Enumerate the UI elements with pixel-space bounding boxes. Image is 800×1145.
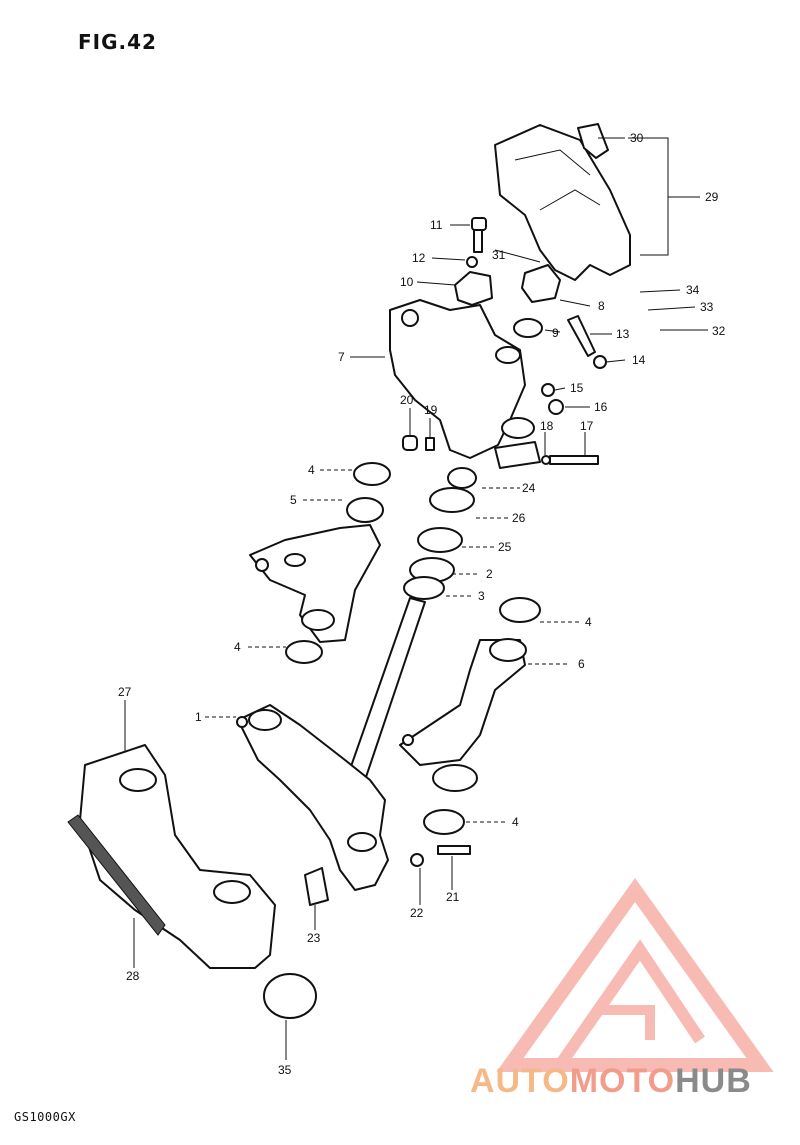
callout-28: 28 (126, 969, 140, 983)
callout-15: 15 (570, 381, 584, 395)
callout-7: 7 (338, 350, 345, 364)
brand-part-hub: HUB (675, 1062, 752, 1100)
callout-2: 2 (486, 567, 493, 581)
part-13-bolt (567, 315, 596, 357)
callout-29: 29 (705, 190, 719, 204)
callout-34: 34 (686, 283, 700, 297)
callout-23: 23 (307, 931, 321, 945)
part-23-plate (304, 867, 329, 906)
part-10-clamp (454, 271, 493, 306)
callout-24: 24 (522, 481, 536, 495)
leader-lines (124, 137, 708, 1060)
brand-part-auto: AUTO (470, 1062, 570, 1100)
callout-10: 10 (400, 275, 414, 289)
part-22-washer (410, 853, 424, 867)
callout-26: 26 (512, 511, 526, 525)
figure-title: FIG.42 (78, 30, 157, 54)
callout-4-right-lower: 4 (512, 815, 519, 829)
part-15-nut (541, 383, 555, 397)
callout-4-left-upper: 4 (308, 463, 315, 477)
part-21-bolt (437, 845, 471, 855)
callout-5: 5 (290, 493, 297, 507)
part-35-cap (263, 973, 317, 1019)
part-4-cap-left-lower (285, 640, 323, 664)
callout-3: 3 (478, 589, 485, 603)
callout-4-right-upper: 4 (585, 615, 592, 629)
part-28-trim-strip (67, 814, 166, 936)
callout-11: 11 (430, 218, 443, 232)
callout-30: 30 (630, 131, 644, 145)
callout-27: 27 (118, 685, 132, 699)
callout-18: 18 (540, 419, 554, 433)
model-code: GS1000GX (14, 1110, 76, 1124)
callout-labels: 30 29 11 12 31 10 8 34 33 9 13 32 7 14 1… (118, 131, 726, 1077)
part-20-cap (402, 435, 418, 451)
part-18-collar (494, 441, 541, 469)
part-14-nut (593, 355, 607, 369)
part-12-washer (466, 256, 478, 268)
callout-21: 21 (446, 890, 460, 904)
part-27-lower-cover (79, 744, 276, 969)
part-30-clip (577, 123, 609, 159)
part-11-bolt (471, 217, 487, 253)
automotohub-watermark: AUTOMOTOHUB (470, 1062, 752, 1101)
part-lower-bracket (236, 704, 389, 891)
brand-part-moto: MOTO (569, 1062, 676, 1100)
callout-12: 12 (412, 251, 426, 265)
callout-35: 35 (278, 1063, 292, 1077)
callout-6: 6 (578, 657, 585, 671)
callout-32: 32 (712, 324, 726, 338)
callout-9: 9 (552, 326, 559, 340)
automotohub-logo-icon (496, 877, 774, 1072)
callout-8: 8 (598, 299, 605, 313)
part-29-handlebar-cover (494, 124, 631, 281)
part-4-cap-right-upper (499, 597, 541, 623)
callout-17: 17 (580, 419, 594, 433)
callout-4-left-lower: 4 (234, 640, 241, 654)
part-8-nut (521, 264, 561, 303)
part-16-cap (548, 399, 564, 415)
callout-16: 16 (594, 400, 608, 414)
part-9-washer (513, 318, 543, 338)
part-4-cap-right-lower (423, 809, 465, 835)
part-5-left-bracket (249, 497, 384, 643)
callout-19: 19 (424, 403, 438, 417)
callout-22: 22 (410, 906, 424, 920)
callout-14: 14 (632, 353, 646, 367)
callout-25: 25 (498, 540, 512, 554)
callout-1: 1 (195, 710, 202, 724)
part-17-bolt (549, 455, 599, 465)
bearing-stack (403, 467, 477, 600)
part-7-upper-bracket (389, 299, 535, 459)
part-4-cap-left-upper (353, 462, 391, 486)
callout-31: 31 (492, 248, 506, 262)
part-19-washer (425, 437, 435, 451)
callout-33: 33 (700, 300, 714, 314)
callout-13: 13 (616, 327, 630, 341)
callout-20: 20 (400, 393, 414, 407)
part-6-right-bracket (399, 638, 527, 792)
